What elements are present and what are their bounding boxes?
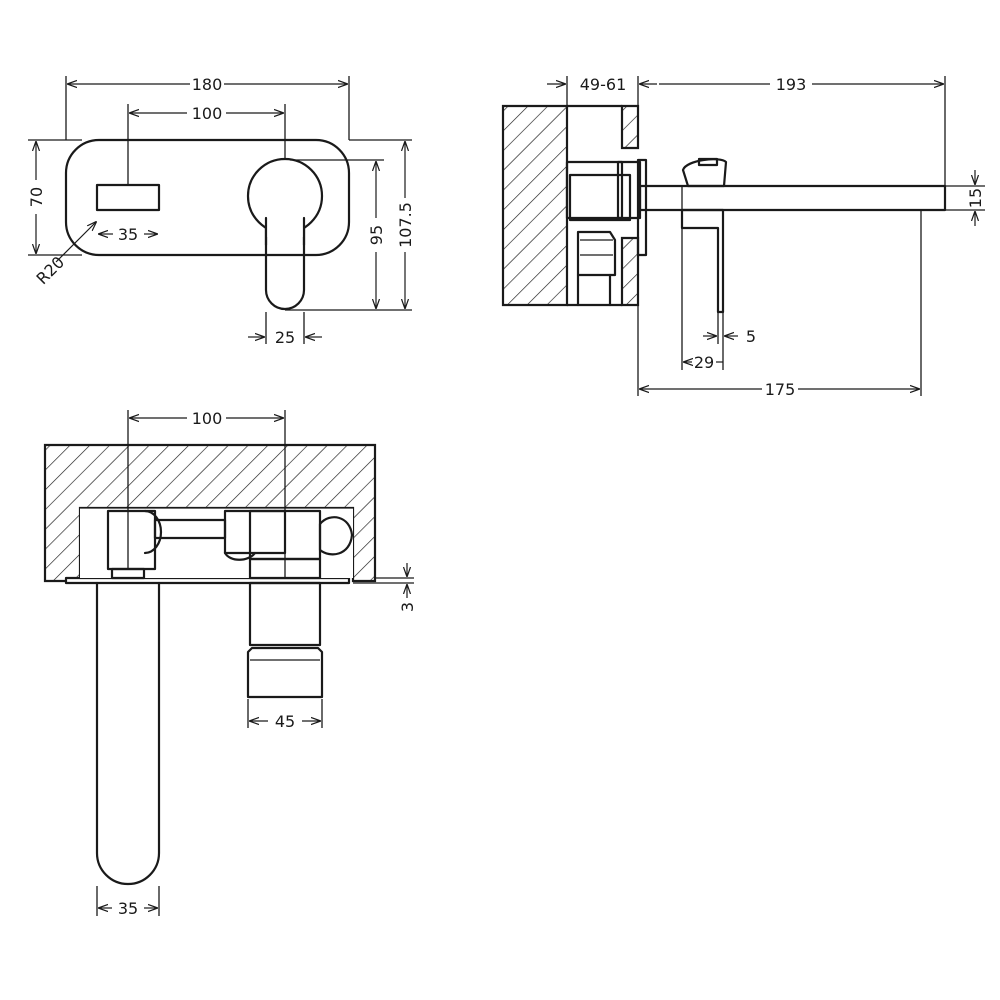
dim-15: 15 bbox=[966, 188, 985, 208]
lever-handle bbox=[246, 157, 324, 311]
top-dimensions: 100 3 45 35 bbox=[96, 409, 417, 918]
front-view: 180 100 70 35 R20 95 bbox=[27, 75, 415, 347]
dim-45: 45 bbox=[275, 712, 295, 731]
dim-100-top: 100 bbox=[192, 409, 223, 428]
dim-175: 175 bbox=[765, 380, 796, 399]
wall-section-right-upper bbox=[620, 104, 640, 150]
dim-35-top: 35 bbox=[118, 899, 138, 918]
dim-25: 25 bbox=[275, 328, 295, 347]
dim-107-5: 107.5 bbox=[396, 202, 415, 248]
dim-5: 5 bbox=[746, 327, 756, 346]
wall-section bbox=[501, 104, 569, 307]
side-view: 49-61 193 15 5 29 bbox=[501, 75, 985, 399]
dim-193: 193 bbox=[776, 75, 807, 94]
dim-r20: R20 bbox=[33, 253, 69, 289]
side-dimensions: 49-61 193 15 5 29 bbox=[547, 75, 985, 399]
valve-cartridge-top bbox=[246, 581, 324, 699]
dim-70: 70 bbox=[27, 187, 46, 207]
spout-side bbox=[638, 184, 947, 212]
back-plate bbox=[64, 138, 351, 257]
valve-body-side bbox=[565, 160, 642, 307]
valve-body-top bbox=[80, 507, 354, 580]
dim-180: 180 bbox=[192, 75, 223, 94]
top-view: 100 3 45 35 bbox=[43, 409, 417, 918]
front-dimensions: 180 100 70 35 R20 95 bbox=[27, 75, 415, 347]
lever-side bbox=[680, 157, 728, 314]
wall-section-right-lower bbox=[620, 236, 640, 307]
dim-100-front: 100 bbox=[192, 104, 223, 123]
dim-3: 3 bbox=[398, 602, 417, 612]
dim-29: 29 bbox=[694, 353, 714, 372]
spout-top bbox=[95, 581, 161, 886]
dim-35-front: 35 bbox=[118, 225, 138, 244]
dim-95: 95 bbox=[367, 225, 386, 245]
spout-outlet bbox=[95, 183, 161, 212]
dim-49-61: 49-61 bbox=[580, 75, 627, 94]
cover-plate-side bbox=[636, 158, 648, 257]
